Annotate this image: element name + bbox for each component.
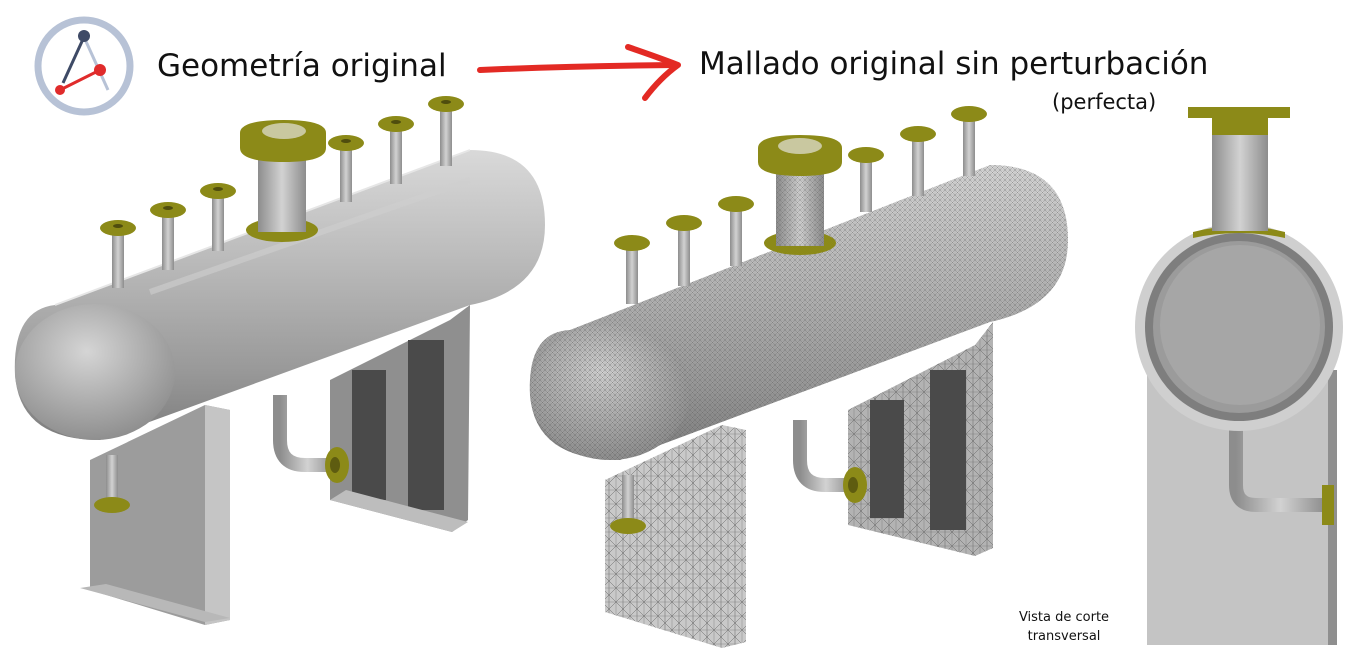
vessel-mesh xyxy=(529,106,1068,648)
caption-line-1: Vista de corte xyxy=(1018,610,1110,625)
title-original-mesh-subtitle: (perfecta) xyxy=(1052,90,1157,114)
logo-icon xyxy=(34,16,134,116)
title-original-geometry: Geometría original xyxy=(157,48,447,84)
vessel-original-geometry xyxy=(14,96,546,625)
caption-line-2: transversal xyxy=(1027,629,1101,644)
cross-section-view xyxy=(1135,107,1343,645)
arrow-right-icon xyxy=(477,44,681,101)
cross-section-caption: Vista de corte transversal xyxy=(1008,608,1120,646)
title-original-mesh: Mallado original sin perturbación xyxy=(699,46,1209,82)
